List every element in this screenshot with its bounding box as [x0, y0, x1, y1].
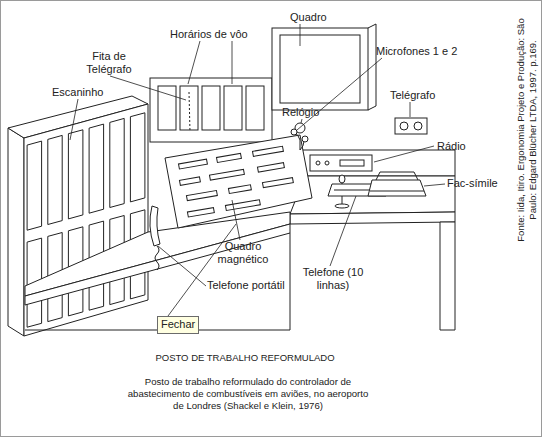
- magnetic-strip: [209, 169, 244, 180]
- part-label: Horários de vôo: [170, 28, 280, 41]
- microphone-base: [335, 204, 349, 208]
- part-label: Rádio: [437, 140, 477, 153]
- telegraph-box: [395, 118, 427, 134]
- shelf-front: [24, 104, 148, 336]
- desk-edge-right: [290, 212, 455, 224]
- desk-top-right: [290, 176, 455, 214]
- microphone-head: [302, 136, 308, 142]
- magnetic-board: [165, 135, 312, 228]
- magnetic-board-panel: [165, 135, 312, 228]
- board-edge: [368, 24, 376, 28]
- shelf-slot: [48, 135, 62, 224]
- part-label: Telégrafo: [390, 89, 450, 102]
- leader-line: [297, 58, 382, 130]
- leader-line: [301, 119, 302, 123]
- wall-board: [272, 24, 376, 110]
- radio-knob: [316, 161, 320, 165]
- portable-phone: [150, 206, 160, 270]
- leader-line: [158, 246, 206, 286]
- part-label: Quadro magnético: [212, 240, 274, 266]
- leader-lines: [70, 24, 445, 316]
- part-label: Microfones 1 e 2: [376, 45, 486, 58]
- leader-line: [70, 99, 78, 140]
- telegraph-dial: [400, 122, 408, 130]
- magnetic-strip: [179, 177, 200, 185]
- magnetic-strip: [225, 200, 260, 211]
- leader-line: [168, 224, 236, 316]
- radio: [310, 155, 372, 171]
- magnetic-strips: [176, 146, 296, 218]
- telegraph: [395, 118, 427, 134]
- phone-cord: [155, 246, 159, 270]
- leader-line: [300, 24, 301, 46]
- schedule-card: [246, 86, 264, 130]
- source-note: Fonte: Iida, Itiro. Ergonomia Projeto e …: [515, 5, 541, 255]
- radio-dial: [340, 160, 364, 166]
- leader-line: [330, 196, 356, 266]
- magnetic-strip: [257, 163, 284, 172]
- fax-paper: [376, 172, 418, 180]
- board-surface: [280, 35, 360, 103]
- shelf-side: [8, 128, 24, 336]
- telegraph-dial: [414, 122, 422, 130]
- leader-line: [110, 76, 186, 100]
- part-label: Fita de Telégrafo: [80, 50, 138, 76]
- fax-body: [368, 180, 426, 196]
- microphone-head: [339, 175, 345, 183]
- figure-caption: Posto de trabalho reformulado do control…: [122, 376, 374, 412]
- part-label: Telefone portátil: [207, 279, 307, 292]
- radio-body: [310, 155, 372, 171]
- desk-back: [290, 150, 455, 176]
- schedule-card: [158, 86, 176, 130]
- desk-leg: [440, 222, 455, 330]
- fax-machine: [368, 172, 426, 196]
- board-frame: [272, 28, 368, 110]
- magnetic-strip: [178, 159, 207, 169]
- shelf-slot: [110, 118, 124, 207]
- board-edge: [368, 106, 376, 110]
- leader-line: [188, 41, 200, 84]
- shelf-slot: [130, 113, 145, 202]
- part-label: Fac-símile: [447, 177, 509, 190]
- leader-line: [232, 200, 240, 240]
- schedule-card: [224, 86, 242, 130]
- magnetic-strip: [186, 191, 217, 201]
- part-label: Relógio: [282, 106, 332, 119]
- part-label: Quadro: [290, 11, 350, 24]
- microphone-arm: [300, 141, 304, 150]
- desk-corner: [290, 233, 291, 330]
- leader-line: [232, 41, 233, 84]
- close-button: Fechar: [157, 316, 199, 334]
- microphone-head: [291, 129, 297, 135]
- magnetic-strip: [252, 146, 283, 156]
- telegraph-tape: [189, 92, 190, 132]
- fax-slot: [370, 191, 424, 192]
- magnetic-strip: [262, 178, 293, 188]
- radio-knob: [325, 161, 329, 165]
- handset: [150, 206, 160, 246]
- microphone-arm: [295, 133, 300, 150]
- part-label: Telefone (10 linhas): [302, 266, 364, 292]
- magnetic-strip: [228, 185, 251, 194]
- shelf-slot: [27, 141, 41, 230]
- magnetic-strip: [187, 208, 214, 217]
- leader-line: [424, 184, 445, 186]
- part-label: Escaninho: [52, 86, 122, 99]
- magnetic-strip: [216, 153, 241, 162]
- schedule-board: [150, 78, 272, 142]
- leader-line: [374, 146, 434, 162]
- shelf-slot: [89, 124, 104, 213]
- button-text: Fechar: [161, 317, 195, 332]
- shelf-slot: [68, 130, 83, 219]
- leader-line: [410, 102, 411, 117]
- figure-title: POSTO DE TRABALHO REFORMULADO: [95, 351, 395, 364]
- flight-schedule-panel: [150, 78, 272, 142]
- schedule-card: [202, 86, 220, 130]
- board-edge: [376, 24, 377, 106]
